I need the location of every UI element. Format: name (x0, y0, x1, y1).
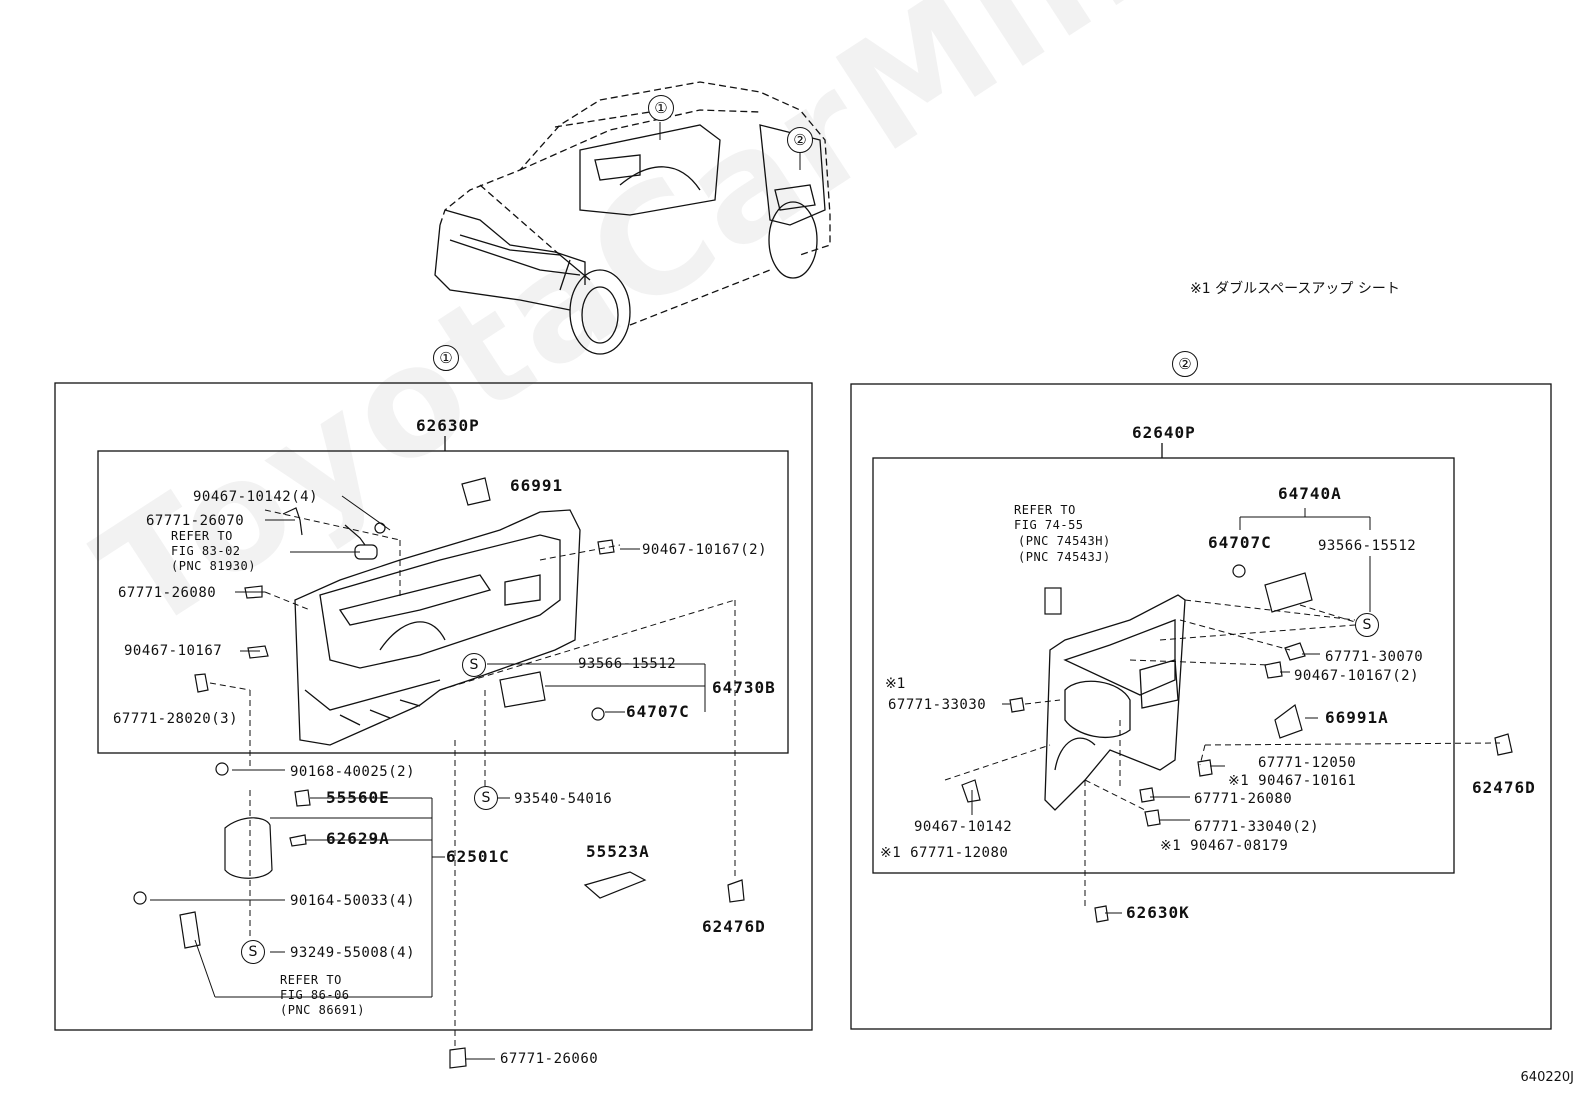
part-62476d-shape (727, 879, 745, 903)
section1-inner-box (97, 450, 789, 754)
s1-label-90467-10167: 90467-10167 (124, 643, 223, 659)
s2-label-67771-33030: 67771-33030 (888, 697, 987, 713)
seat-note: ※1 ダブルスペースアップ シート (1190, 281, 1400, 297)
s2-s-symbol: S (1355, 613, 1379, 637)
s1-ref-a-line1: REFER TO (171, 529, 233, 543)
s2-top-part: 62640P (1132, 423, 1196, 442)
s2-label-90467-08179: ※1 90467-08179 (1160, 838, 1289, 854)
s1-label-62629A: 62629A (326, 829, 390, 848)
section2-marker: ② (1172, 351, 1198, 377)
s2-label-93566-15512: 93566-15512 (1318, 538, 1417, 554)
part-62476d-s2-shape (1494, 733, 1513, 756)
s1-label-93540-54016: 93540-54016 (514, 791, 613, 807)
s2-label-67771-12050: 67771-12050 (1258, 755, 1357, 771)
s1-label-90467-10167-2: 90467-10167(2) (642, 542, 768, 558)
s1-ref-b-line1: REFER TO (280, 973, 342, 987)
s1-label-55523A: 55523A (586, 842, 650, 861)
s2-label-64740A: 64740A (1278, 484, 1342, 503)
s1-label-64730B: 64730B (712, 678, 776, 697)
s1-ref-b-line3: (PNC 86691) (280, 1003, 365, 1017)
ref-part-shape (1044, 587, 1062, 615)
s1-label-93566-15512: 93566-15512 (578, 656, 677, 672)
s1-label-67771-28020: 67771-28020(3) (113, 711, 239, 727)
section2-panel-shape (1044, 594, 1186, 811)
s1-ref-a-line3: (PNC 81930) (171, 559, 256, 573)
s1-label-55560E: 55560E (326, 788, 390, 807)
s1-ref-a-line2: FIG 83-02 (171, 544, 241, 558)
s2-ref-line4: (PNC 74543J) (1018, 550, 1111, 564)
s1-label-90168-40025: 90168-40025(2) (290, 764, 416, 780)
section2-inner-box (872, 457, 1455, 874)
s2-label-64707C: 64707C (1208, 533, 1272, 552)
s1-label-62476D: 62476D (702, 917, 766, 936)
vehicle-callout-1: ① (648, 95, 674, 121)
section2-outer-box (850, 383, 1552, 1030)
part-66991-shape (461, 477, 491, 506)
s2-ref-line1: REFER TO (1014, 503, 1076, 517)
s1-label-67771-26080: 67771-26080 (118, 585, 217, 601)
s1-label-66991: 66991 (510, 476, 564, 495)
part-55523a-shape (583, 871, 647, 899)
s2-label-67771-30070: 67771-30070 (1325, 649, 1424, 665)
s2-label-67771-33040: 67771-33040(2) (1194, 819, 1320, 835)
s1-s-symbol-3: S (241, 940, 265, 964)
part-64740a-shape (1264, 572, 1313, 613)
s1-top-part: 62630P (416, 416, 480, 435)
s1-label-67771-26060: 67771-26060 (500, 1051, 599, 1067)
section1-panel-shape (294, 509, 581, 746)
s1-label-93249-55008: 93249-55008(4) (290, 945, 416, 961)
s1-s-symbol-2: S (474, 786, 498, 810)
part-62501c-shape (224, 817, 273, 879)
s2-ref-line3: (PNC 74543H) (1018, 534, 1111, 548)
s2-label-62630K: 62630K (1126, 903, 1190, 922)
s1-label-90467-10142: 90467-10142(4) (193, 489, 319, 505)
part-64730b-shape (499, 671, 546, 708)
s1-label-90164-50033: 90164-50033(4) (290, 893, 416, 909)
part-66991a-shape (1274, 703, 1303, 739)
s1-label-67771-26070: 67771-26070 (146, 513, 245, 529)
vehicle-callout-2: ② (787, 127, 813, 153)
s2-ref-line2: FIG 74-55 (1014, 518, 1084, 532)
s1-ref-b-line2: FIG 86-06 (280, 988, 350, 1002)
s2-label-67771-26080: 67771-26080 (1194, 791, 1293, 807)
s1-label-64707C: 64707C (626, 702, 690, 721)
s2-label-90467-10142: 90467-10142 (914, 819, 1013, 835)
section1-outer-box (54, 382, 813, 1031)
s2-label-90467-10161: ※1 90467-10161 (1228, 773, 1357, 789)
s2-star1-marker: ※1 (885, 676, 906, 692)
vehicle-illustration (434, 81, 831, 355)
s2-label-66991A: 66991A (1325, 708, 1389, 727)
s1-label-62501C: 62501C (446, 847, 510, 866)
figure-code: 640220J (1520, 1070, 1574, 1085)
section1-marker: ① (433, 345, 459, 371)
s2-label-62476D: 62476D (1472, 778, 1536, 797)
s1-s-symbol-1: S (462, 653, 486, 677)
s2-label-90467-10167-2: 90467-10167(2) (1294, 668, 1420, 684)
s2-label-67771-12080: ※1 67771-12080 (880, 845, 1009, 861)
